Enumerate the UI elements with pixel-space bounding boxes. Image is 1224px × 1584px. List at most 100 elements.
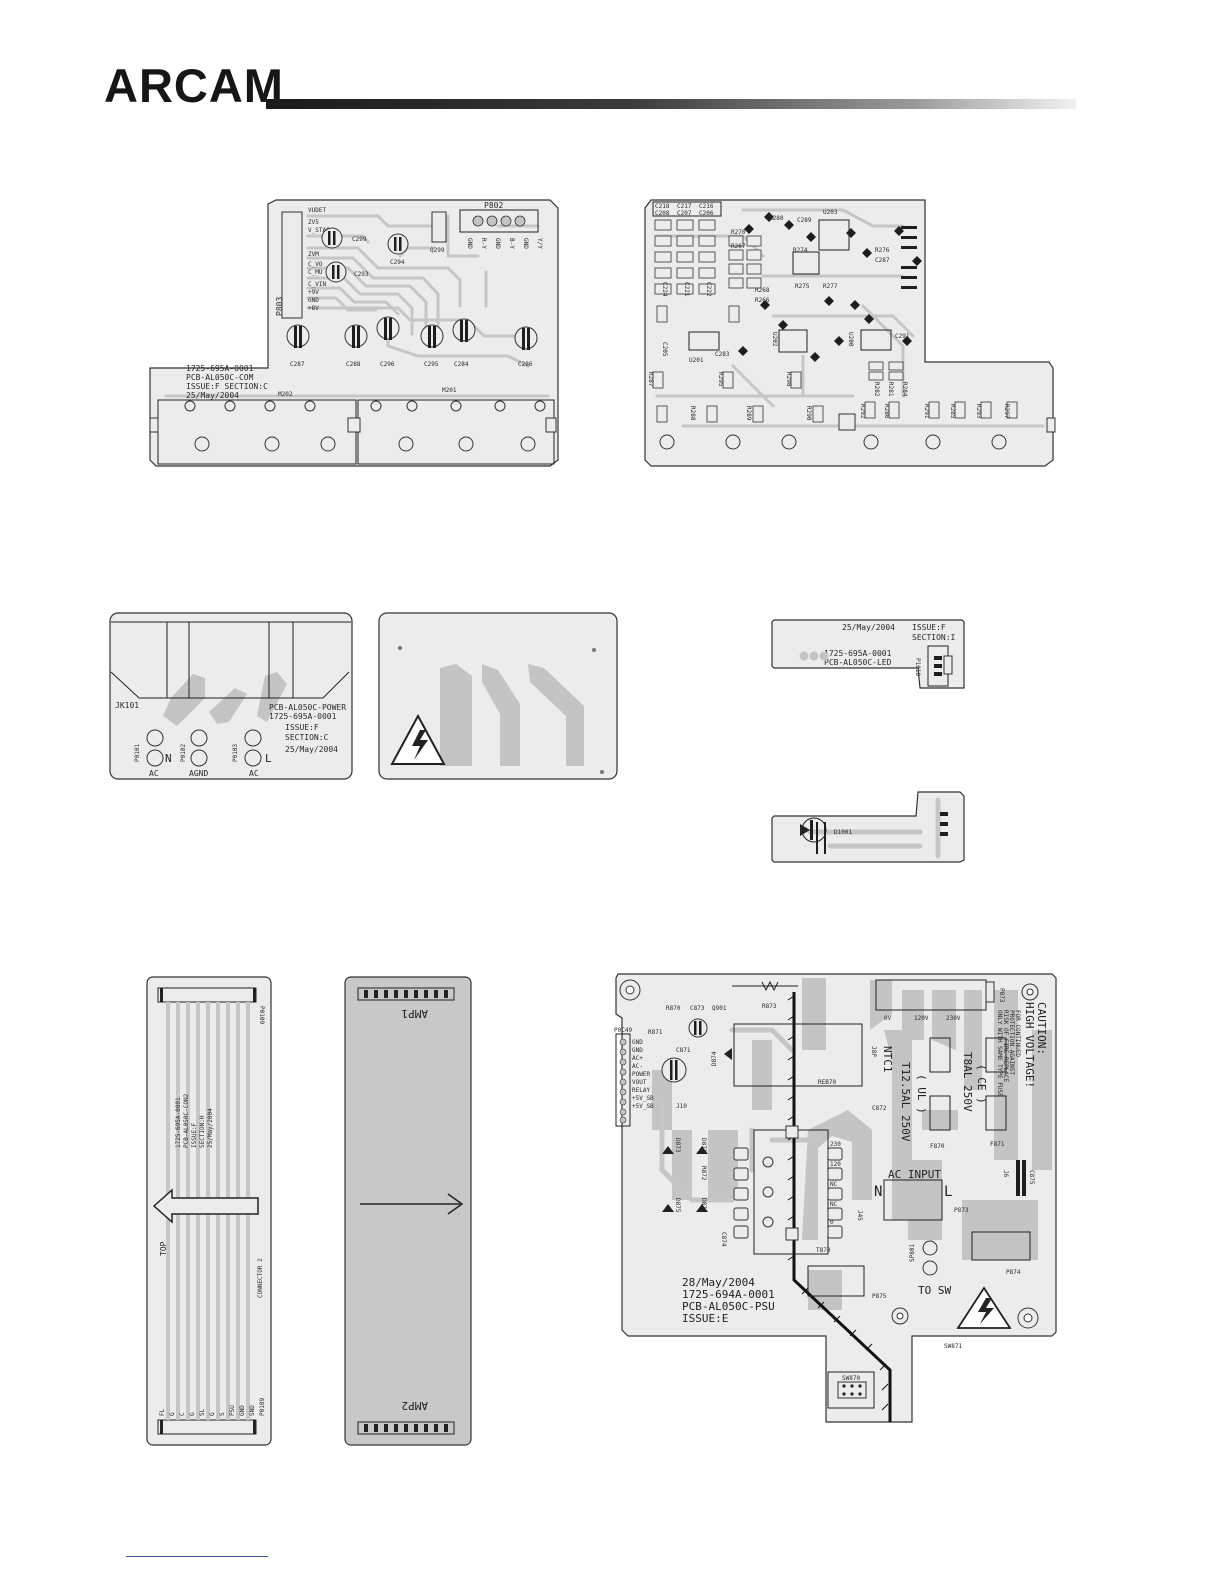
- small-ref: R282: [873, 382, 880, 397]
- power-info-line: ISSUE:F: [285, 723, 319, 732]
- pad-label: AGND: [189, 769, 208, 778]
- psu-ref: R873: [762, 1003, 777, 1010]
- pad-label: AC: [149, 769, 159, 778]
- psu-ref: R870: [666, 1005, 681, 1012]
- spk-ref: SP801: [909, 1244, 916, 1262]
- p874-ref: P874: [1006, 1269, 1021, 1276]
- row-ref: R290: [805, 406, 812, 421]
- p803-label: ZVM: [308, 251, 319, 258]
- ac-input-label: AC INPUT: [888, 1168, 941, 1181]
- tap-label: NC: [830, 1181, 838, 1188]
- conn-pin: FL: [159, 1408, 166, 1416]
- pad-letter-l: L: [265, 752, 272, 765]
- fuse1-cert: ( UL ): [915, 1074, 928, 1114]
- j45-ref: J45: [856, 1210, 863, 1221]
- u203-ref: U203: [823, 209, 838, 216]
- p803-label: ZV5: [308, 219, 319, 226]
- power-info-line: 1725-695A-0001: [269, 712, 337, 721]
- conn-pin: PSU: [229, 1405, 236, 1416]
- header-rule: [266, 99, 1076, 109]
- ac-l-label: L: [944, 1184, 952, 1200]
- connector-info: 1725-695A-0001 PCB-AL050C-CON2 ISSUE:F S…: [175, 1093, 214, 1148]
- conn-pin: G: [169, 1412, 176, 1416]
- col-ref: C224: [661, 282, 668, 297]
- connector-pins: FL G C G SL G S PSU GND SND: [159, 1405, 256, 1416]
- conn-info-line: 1725-695A-0001: [175, 1097, 182, 1148]
- high-voltage-warning-icon: [390, 713, 446, 765]
- amp2-label: AMP2: [402, 1399, 429, 1412]
- p803-label: V_STAG: [308, 227, 330, 234]
- led-part: 1725-695A-0001: [824, 649, 892, 658]
- psu-left-ref: R871: [648, 1029, 663, 1036]
- psu-left-ref: C871: [676, 1047, 691, 1054]
- led-board-top: 25/May/2004 ISSUE:F SECTION:I 1725-695A-…: [771, 619, 965, 689]
- mid-ref: U200: [847, 332, 854, 347]
- caution-note: ONLY WITH SAME TYPE FUSE: [996, 1010, 1003, 1097]
- caution-title: CAUTION:: [1035, 1002, 1048, 1055]
- p873-ref: P873: [954, 1207, 969, 1214]
- fuse1-rating: T12.5AL 250V: [899, 1062, 912, 1142]
- mid-ref: R872: [700, 1166, 707, 1181]
- mid-ref: U202: [771, 332, 778, 347]
- power-info-line: PCB-AL050C-POWER: [269, 703, 346, 712]
- ac-n-label: N: [874, 1184, 882, 1200]
- row-ref: R287: [647, 372, 654, 387]
- com-info-line: PCB-AL050C-COM: [186, 373, 254, 382]
- res-ref: C289: [797, 217, 812, 224]
- cap-ref: C284: [454, 361, 469, 368]
- cap-ref: C299: [352, 236, 367, 243]
- amp1-label: AMP1: [402, 1007, 429, 1020]
- led-issue: ISSUE:F: [912, 623, 946, 632]
- conn-pin: G: [209, 1412, 216, 1416]
- com-board-top: VUDET ZV5 V_STAG ZVM C_VO C_MU C_VIN +9V…: [149, 199, 559, 467]
- mid-ref: D870: [700, 1198, 707, 1213]
- psu-info-line: ISSUE:E: [682, 1312, 728, 1325]
- power-board-top: JK101 PCB-AL050C-POWER 1725-695A-0001 IS…: [109, 612, 353, 780]
- fuse2-rating: T8AL 250V: [961, 1052, 974, 1112]
- diode-ref: D1001: [834, 829, 852, 836]
- row-ref: R288: [689, 406, 696, 421]
- psu-left-ref: J10: [676, 1103, 687, 1110]
- cap-ref: C296: [380, 361, 395, 368]
- p803-label: +8V: [308, 305, 319, 312]
- conn-pin: G: [189, 1412, 196, 1416]
- left-connector-ref: P0C49: [614, 1027, 632, 1034]
- left-pin: GND: [632, 1039, 643, 1046]
- row-ref: R291: [923, 404, 930, 419]
- m201-ref: M201: [442, 387, 457, 394]
- pad-letter-n: N: [165, 752, 172, 765]
- connector-name: CONNECTOR 2: [257, 1258, 264, 1298]
- small-ref: R281: [887, 382, 894, 397]
- fuse-ref: F870: [930, 1143, 945, 1150]
- p-bottom-ref: P0109: [259, 1398, 266, 1416]
- caps-ref: C208: [655, 210, 670, 217]
- mid-ref: D873: [674, 1138, 681, 1153]
- voltage-label: 120V: [914, 1015, 929, 1022]
- left-pin: GND: [632, 1047, 643, 1054]
- psu-left-ref: D874: [711, 1051, 718, 1066]
- cap-ref: C288: [346, 361, 361, 368]
- res-ref: R277: [823, 283, 838, 290]
- pad-label: AC: [249, 769, 259, 778]
- led-connector-ref: P1010: [914, 658, 921, 676]
- caps-ref: C217: [677, 203, 692, 210]
- caution-note: FOR CONTINUED: [1014, 1010, 1021, 1057]
- psu-board: CAUTION: HIGH VOLTAGE! FOR CONTINUED PRO…: [614, 973, 1057, 1423]
- tap-label: 230: [830, 1141, 841, 1148]
- com-info-line: 25/May/2004: [186, 391, 239, 400]
- amp-connector-board: AMP1 AMP2: [344, 976, 472, 1446]
- fuse2-cert: ( CE ): [975, 1064, 988, 1104]
- p803-label: C_MU: [308, 269, 323, 276]
- q299-ref: Q299: [430, 247, 445, 254]
- power-board-bottom: [378, 612, 618, 780]
- power-copper: [163, 672, 287, 726]
- p-top-ref: P0109: [258, 1006, 265, 1024]
- p802-pin: GND: [494, 238, 501, 249]
- lower-cap-icons: [286, 316, 538, 350]
- conn-pin: C: [179, 1412, 186, 1416]
- caps-ref: C206: [699, 210, 714, 217]
- high-voltage-warning-icon: [956, 1286, 1012, 1329]
- power-info-line: 25/May/2004: [285, 745, 338, 754]
- mid-ref: C283: [715, 351, 730, 358]
- caps-ref: C218: [655, 203, 670, 210]
